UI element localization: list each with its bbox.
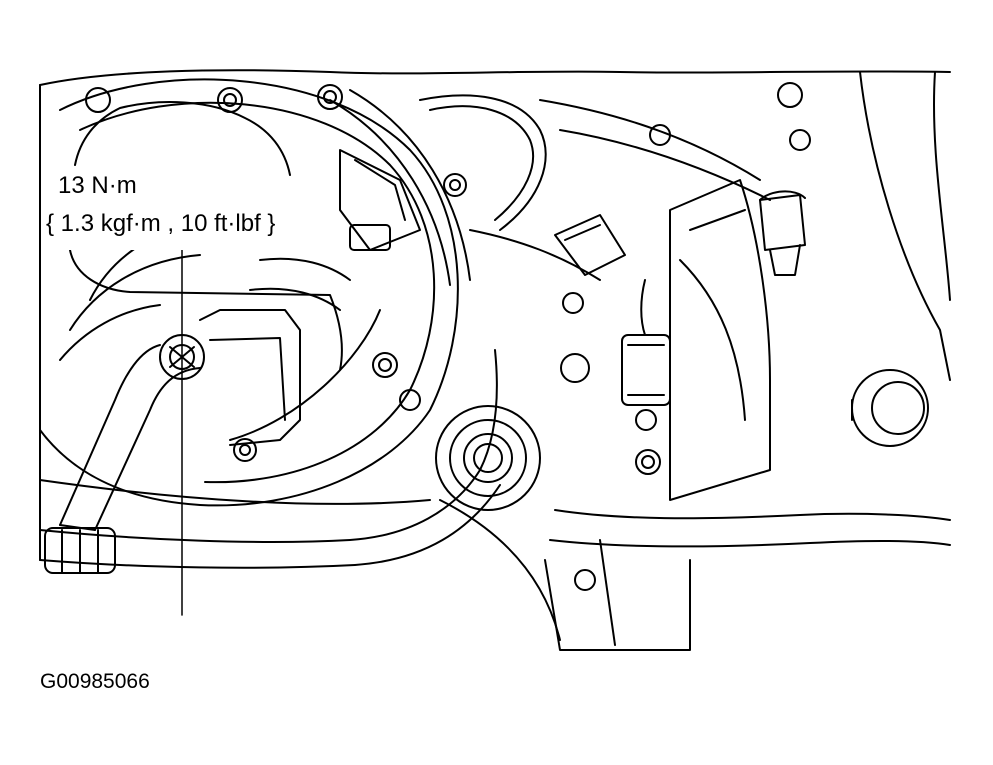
seal-ring <box>435 405 541 511</box>
pin-bolt <box>851 369 929 447</box>
frame-member <box>544 509 951 651</box>
sensor-connector-upper <box>339 149 421 251</box>
wire-harness <box>419 94 771 281</box>
engine-block-outline <box>39 69 951 641</box>
pipe <box>39 349 501 569</box>
mount-bolt <box>759 190 806 276</box>
pipe-clamp <box>44 527 116 574</box>
bolt-heads <box>85 82 811 475</box>
callout-patch <box>45 180 335 250</box>
crank-sensor <box>621 279 671 431</box>
sensor-connector-mid <box>554 214 626 276</box>
torque-alt-units-label: { 1.3 kgf·m , 10 ft·lbf } <box>46 210 276 237</box>
mount-bracket <box>669 179 771 501</box>
figure-code: G00985066 <box>40 670 150 693</box>
cover-plate <box>69 101 343 446</box>
housing-arcs <box>39 78 471 507</box>
torque-value-label: 13 N·m <box>58 172 137 199</box>
